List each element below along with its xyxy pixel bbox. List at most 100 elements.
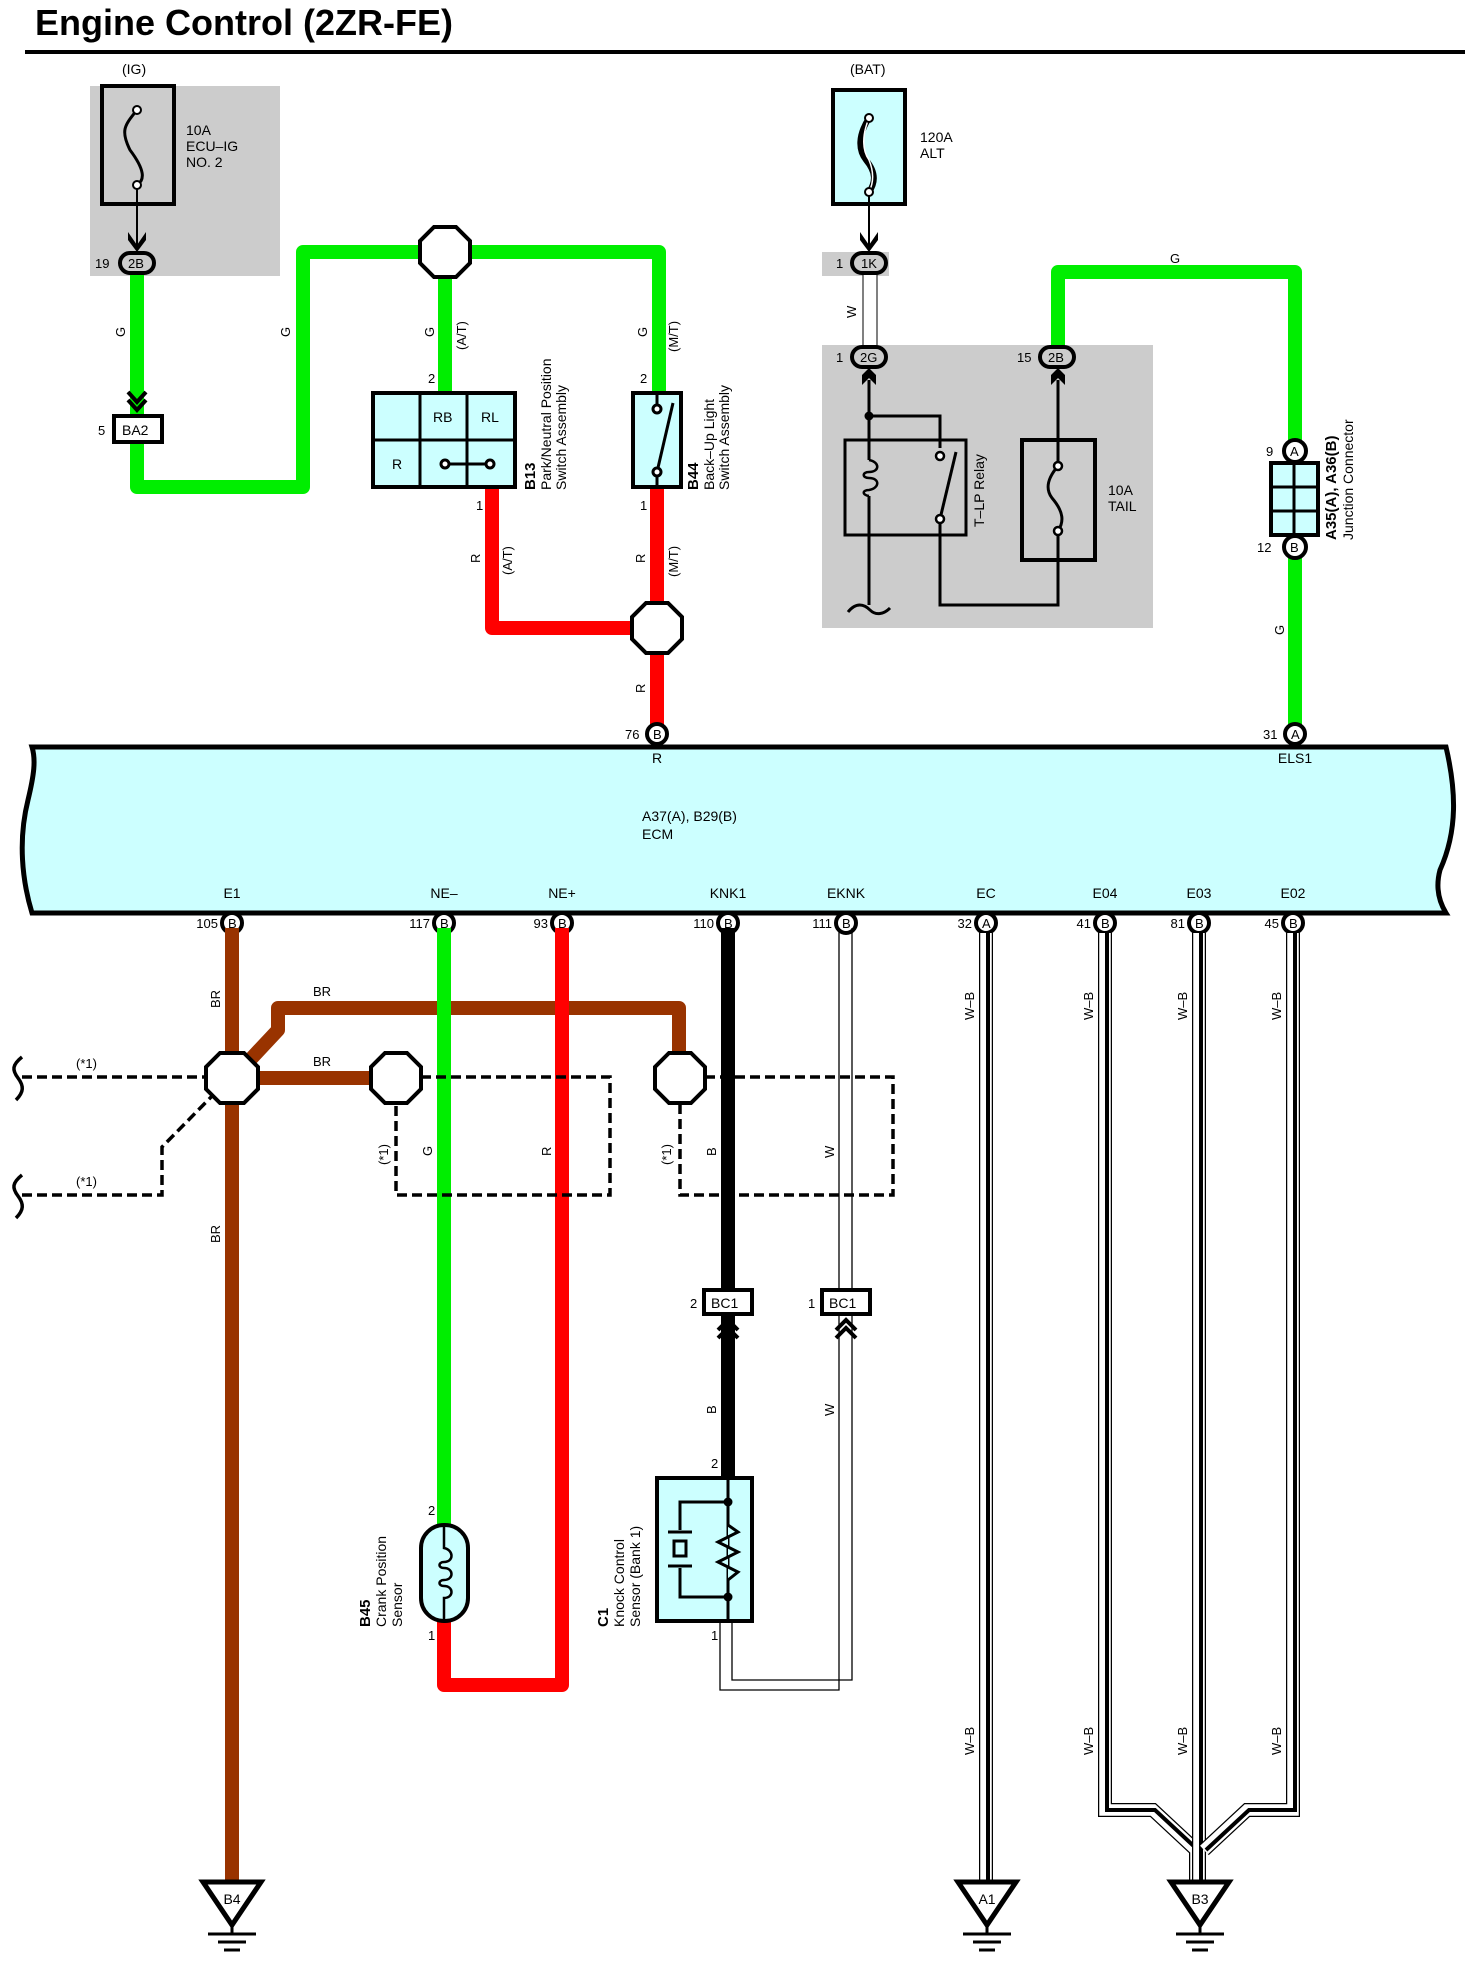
ecm-pin-number: 81 [1171,916,1185,931]
ig-connector-name: 2B [128,256,144,271]
b45-name-2: Sensor [389,1582,405,1627]
junction-b-name: B [1290,540,1299,555]
wire-label-w-b: W–B [1081,992,1096,1020]
ecm-pin-number: 93 [534,916,548,931]
ecm-top-terminal: ELS1 [1278,750,1312,766]
ecm-terminal-label: NE+ [548,885,576,901]
b13-cell-rl: RL [481,409,499,425]
ecm-pin-conn: B [558,916,567,931]
bc1-eknk-name: BC1 [829,1295,856,1311]
ig-connector-2b [118,251,156,275]
c1-name-2: Sensor (Bank 1) [627,1526,643,1627]
wire-label-w-b: W–B [962,992,977,1020]
bc1-connector-knk [702,1288,754,1340]
b13-name-2: Switch Assembly [553,385,569,490]
wire-label-br-2: BR [313,984,331,999]
wire-label-g-4: G [635,327,650,337]
ecm-top-pin-number: 76 [625,727,639,742]
bc1-knk-name: BC1 [711,1295,738,1311]
c1-id: C1 [595,1608,612,1627]
c1-pin-top: 2 [711,1456,718,1471]
ecm-pin-number: 41 [1077,916,1091,931]
ecm-terminal-label: E04 [1093,885,1118,901]
b44-name-1: Back–Up Light [701,399,717,490]
junction-a-pin: 9 [1266,444,1273,459]
fuse-ecu-ig [100,84,176,252]
b13-switch [371,391,517,489]
ecm-top-terminal: R [652,750,662,766]
shield-note-3: (*1) [376,1144,391,1165]
b13-name-1: Park/Neutral Position [538,358,554,490]
junction-id: A35(A), A36(B) [1323,436,1340,540]
shield-note-4: (*1) [659,1144,674,1165]
b13-id: B13 [522,462,539,490]
wire-w-b-e02-stripe [1204,933,1297,1852]
ecm-pin-connector [834,911,858,935]
bc1-knk-pin: 2 [690,1296,697,1311]
c1-pin-bottom: 1 [711,1628,718,1643]
ground-label: A1 [978,1891,995,1907]
b13-pin-top: 2 [428,371,435,386]
b44-name-2: Switch Assembly [716,385,732,490]
junction-name: Junction Connector [1340,419,1356,540]
splice-br-crank [369,1051,423,1105]
ground-triangle [198,1879,266,1930]
ig-fuse-name-1: ECU–IG [186,138,238,154]
bat-connector-pin: 1 [836,256,843,271]
ecm-pin-number: 111 [812,916,832,931]
b44-switch [631,391,683,489]
relay-block [822,345,1153,628]
ecm-top-pin-number: 31 [1263,727,1277,742]
ecm-terminal-label: NE– [430,885,457,901]
wire-w-alt [862,271,878,353]
wire-note-mt-1: (M/T) [666,321,681,352]
wire-label-w-eknk-1: W [822,1145,837,1158]
tail-fuse-rating: 10A [1108,482,1134,498]
ecm-top-pin-conn: A [1291,727,1300,742]
b13-cell-r: R [392,456,402,472]
bc1-eknk-pin: 1 [808,1296,815,1311]
ground-label: B3 [1191,1891,1208,1907]
wire-label-g-ne: G [420,1146,435,1156]
junction-b-pin: 12 [1257,540,1271,555]
bat-fuse-rating: 120A [920,129,953,145]
shield-lines [22,1075,895,1197]
wire-note-at-2: (A/T) [500,546,515,575]
wire-label-w-b: W–B [1175,1727,1190,1755]
wire-note-at-1: (A/T) [454,321,469,350]
wire-w-b-e02-outline [1199,933,1300,1856]
ecm-terminal-label: E02 [1281,885,1306,901]
ground-b4: B4 [198,1879,266,1952]
b45-id: B45 [357,1599,374,1627]
relay-name: T–LP Relay [971,454,987,527]
fuse-tail [1020,368,1097,562]
c1-name-1: Knock Control [611,1539,627,1627]
wire-label-w-alt: W [844,305,859,318]
wire-label-w-b: W–B [1081,1727,1096,1755]
b45-name-1: Crank Position [373,1536,389,1627]
ecm-pin-conn: B [1195,916,1204,931]
relay-connector-name: 2G [860,350,877,365]
ecm-terminal-label: E03 [1187,885,1212,901]
b44-pin-bottom: 1 [640,498,647,513]
ig-fuse-name-2: NO. 2 [186,154,223,170]
wire-label-r-3: R [633,684,648,693]
bat-fuse-name: ALT [920,145,945,161]
crank-sensor [419,1523,470,1623]
wire-break-symbols [12,1055,24,1220]
ecm-pin-conn: B [1289,916,1298,931]
ecm-pin-conn: B [842,916,851,931]
wire-label-w-b: W–B [962,1727,977,1755]
junction-connector [1269,438,1320,560]
wire-w-b-e02-fill [1200,933,1299,1855]
b44-pin-top: 2 [640,371,647,386]
ground-triangle [1166,1879,1234,1930]
wire-g-tail [1051,265,1302,728]
tlp-relay [843,368,1060,616]
splice-r [630,601,684,655]
ecm-pin-number: 105 [196,916,218,931]
ba2-connector [112,390,164,444]
ecm-terminal-label: EKNK [827,885,866,901]
ecm-pin-conn: B [440,916,449,931]
ecm-pin-number: 32 [958,916,972,931]
